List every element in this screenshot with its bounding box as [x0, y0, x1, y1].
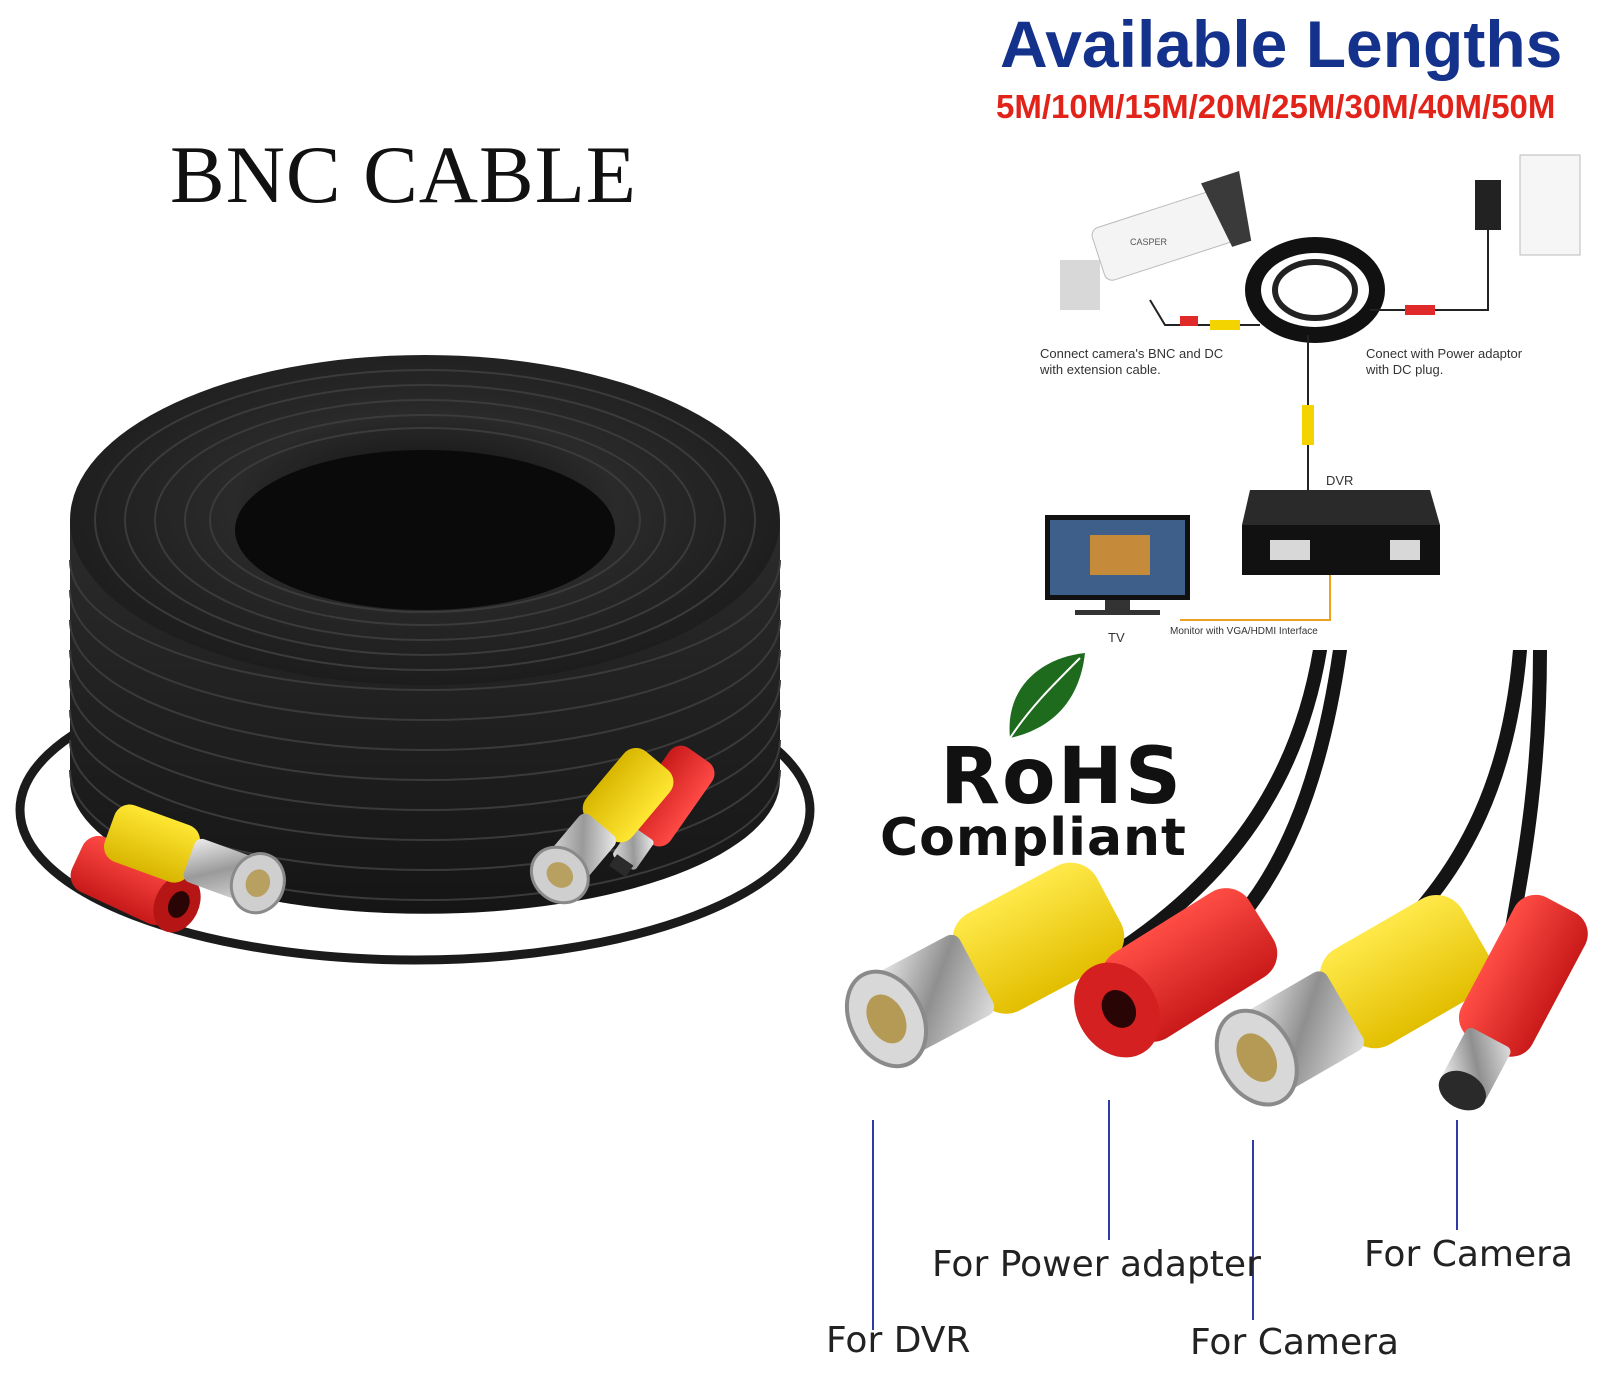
dvr-label: DVR: [1326, 473, 1354, 488]
camera-note-line1: Connect camera's BNC and DC: [1040, 346, 1224, 361]
callout-for-power-adapter: For Power adapter: [932, 1244, 1261, 1285]
available-lengths-list: 5M/10M/15M/20M/25M/30M/40M/50M: [996, 88, 1556, 125]
available-lengths-heading: Available Lengths: [1000, 7, 1563, 81]
page-title: BNC CABLE: [170, 129, 637, 220]
camera-brand-label: CASPER: [1130, 237, 1168, 247]
tv-label: TV: [1108, 630, 1125, 645]
connection-diagram: CASPER Connect camera's BNC and DC with …: [1030, 150, 1600, 650]
leaf-icon: [1009, 653, 1085, 739]
callout-line-power: [1108, 1100, 1110, 1240]
callout-for-dvr: For DVR: [826, 1320, 971, 1361]
camera-note-line2: with extension cable.: [1040, 362, 1161, 377]
rohs-label: RoHS: [940, 732, 1184, 822]
power-note-line2: with DC plug.: [1366, 362, 1444, 377]
callout-for-camera-right: For Camera: [1364, 1234, 1573, 1275]
diagram-drawing: [1045, 154, 1581, 621]
callout-line-camera-center: [1252, 1140, 1254, 1320]
callout-for-camera-center: For Camera: [1190, 1322, 1399, 1363]
cable-coil-image: [15, 355, 815, 965]
callout-line-dvr: [872, 1120, 874, 1330]
connectors-closeup-image: [844, 650, 1588, 1111]
power-note-line1: Conect with Power adaptor: [1366, 346, 1523, 361]
rohs-compliant-label: Compliant: [880, 808, 1187, 868]
callout-line-camera-right: [1456, 1120, 1458, 1230]
monitor-note: Monitor with VGA/HDMI Interface: [1170, 626, 1318, 637]
